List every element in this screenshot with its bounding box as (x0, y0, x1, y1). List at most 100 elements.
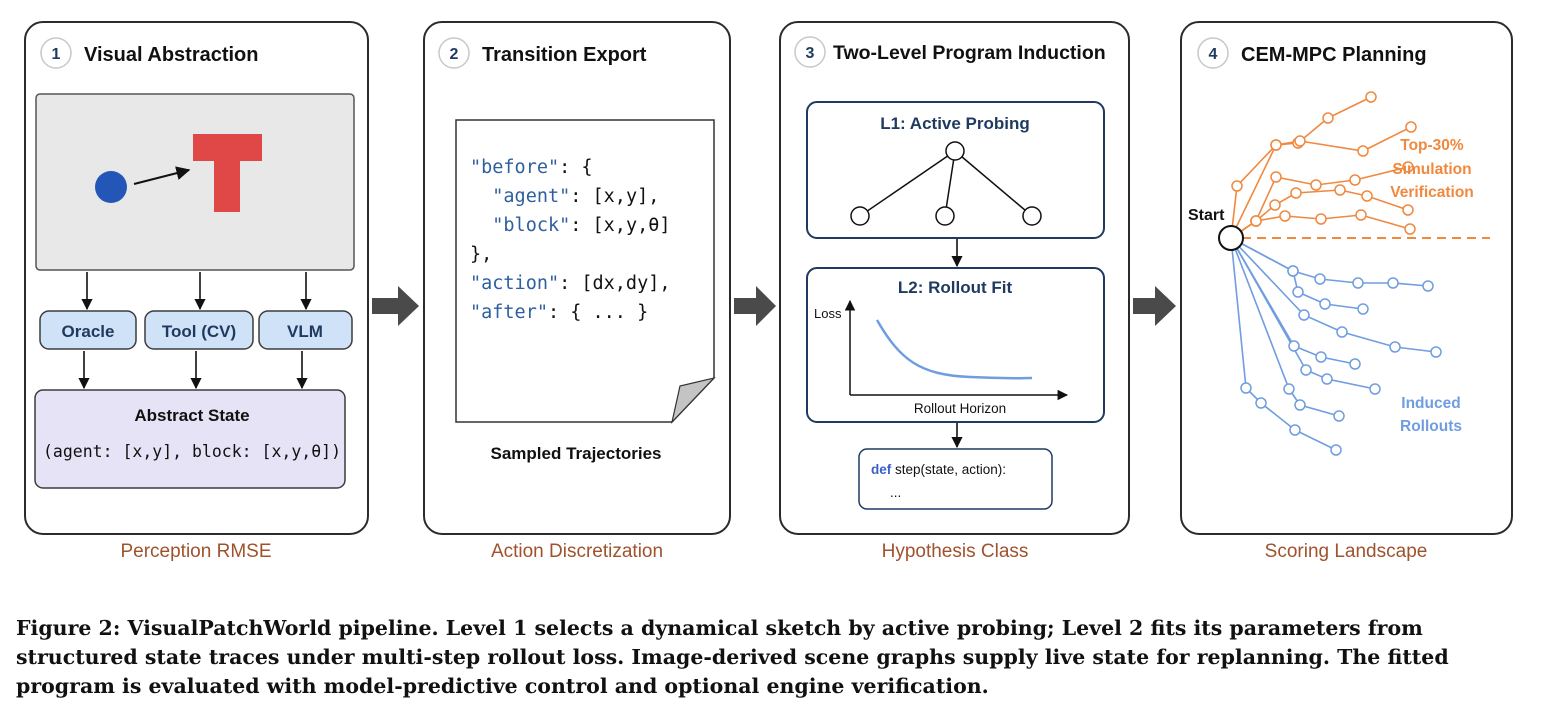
rollout-node (1349, 174, 1361, 186)
rollout-node (1314, 273, 1326, 285)
rollout-tree (1230, 91, 1442, 456)
step-number-badge: 3 (794, 36, 826, 68)
trajectory-document: "before": { "agent": [x,y], "block": [x,… (455, 119, 716, 424)
svg-text:Verification: Verification (1390, 184, 1474, 201)
rollout-node (1405, 121, 1417, 133)
rollout-node (1402, 204, 1414, 216)
rollout-node (1333, 410, 1345, 422)
rollout-node (1294, 399, 1306, 411)
top-verification-label: Top-30% Simulation Verification (1390, 137, 1474, 201)
rollout-node (1292, 286, 1304, 298)
rollout-node (1294, 135, 1306, 147)
rollout-node (1322, 112, 1334, 124)
rollout-node (1315, 213, 1327, 225)
svg-text:4: 4 (1209, 46, 1218, 63)
rollout-node (1290, 187, 1302, 199)
rollout-node (1319, 298, 1331, 310)
svg-text:1: 1 (52, 46, 61, 63)
panel-title: Visual Abstraction (84, 44, 259, 66)
rollout-node (1298, 309, 1310, 321)
rollout-node (1255, 397, 1267, 409)
rollout-node (1422, 280, 1434, 292)
top-rollout-path (1230, 96, 1372, 239)
rollout-node (1240, 382, 1252, 394)
rollout-node (1315, 351, 1327, 363)
svg-text:(agent: [x,y], block: [x,y,θ]): (agent: [x,y], block: [x,y,θ]) (43, 442, 341, 461)
rollout-node (1288, 340, 1300, 352)
rollout-node (1270, 171, 1282, 183)
source-oracle: Oracle (39, 310, 137, 350)
panel-title: Two-Level Program Induction (833, 42, 1106, 64)
panel-footer: Perception RMSE (120, 541, 271, 562)
induced-rollouts-label: Induced Rollouts (1400, 395, 1462, 435)
rollout-node (1402, 161, 1414, 173)
rollout-node (1336, 326, 1348, 338)
svg-text:3: 3 (806, 45, 815, 62)
induced-rollout-path (1230, 237, 1376, 390)
panel-title: Transition Export (482, 44, 647, 66)
panel-visual-abstraction: 1 Visual Abstraction Oracle Tool (CV) VL… (24, 21, 369, 535)
rollout-node (1387, 277, 1399, 289)
agent-dot (95, 171, 127, 203)
panel-program-induction: 3 Two-Level Program Induction L1: Active… (779, 21, 1130, 535)
source-vlm: VLM (258, 310, 353, 350)
x-axis-label: Rollout Horizon (914, 401, 1006, 416)
l2-rollout-fit-box: L2: Rollout Fit Loss Rollout Horizon (806, 267, 1105, 423)
rollout-node (1349, 358, 1361, 370)
svg-text:L2: Rollout Fit: L2: Rollout Fit (898, 278, 1013, 297)
rollout-node (1369, 383, 1381, 395)
panel-footer: Action Discretization (491, 541, 663, 562)
rollout-node (1321, 373, 1333, 385)
svg-text:Simulation: Simulation (1392, 161, 1471, 178)
start-label: Start (1188, 207, 1225, 224)
rollout-node (1283, 383, 1295, 395)
rollout-node (1404, 223, 1416, 235)
t-block-shape (193, 134, 262, 212)
rollout-node (1357, 303, 1369, 315)
rollout-node (1231, 180, 1243, 192)
rollout-node (1430, 346, 1442, 358)
flow-arrow (1133, 286, 1176, 326)
svg-text:L1: Active Probing: L1: Active Probing (880, 114, 1030, 133)
document-label: Sampled Trajectories (490, 444, 661, 463)
svg-text:Abstract State: Abstract State (134, 406, 249, 425)
loss-curve (875, 319, 1033, 380)
program-code-box: def step(state, action): ... (858, 448, 1053, 510)
json-snippet: "before": { "agent": [x,y], "block": [x,… (470, 157, 671, 323)
pipeline-diagram: 1 Visual Abstraction Oracle Tool (CV) VL… (24, 21, 1513, 562)
svg-text:2: 2 (450, 46, 459, 63)
rollout-node (1310, 179, 1322, 191)
induced-rollout-path (1230, 237, 1340, 417)
rollout-node (1334, 184, 1346, 196)
svg-text:Induced: Induced (1401, 395, 1460, 412)
rollout-node (1352, 277, 1364, 289)
svg-text:VLM: VLM (287, 322, 323, 341)
abstract-state-box: Abstract State (agent: [x,y], block: [x,… (34, 389, 346, 489)
rollout-node (1355, 209, 1367, 221)
panel-title: CEM-MPC Planning (1241, 44, 1427, 66)
svg-text:Top-30%: Top-30% (1400, 137, 1464, 154)
rollout-node (1389, 341, 1401, 353)
svg-text:...: ... (890, 485, 901, 500)
probe-tree (850, 141, 1042, 226)
svg-text:Rollouts: Rollouts (1400, 418, 1462, 435)
figure-caption: Figure 2: VisualPatchWorld pipeline. Lev… (16, 616, 1449, 698)
y-axis-label: Loss (814, 306, 842, 321)
rollout-node (1300, 364, 1312, 376)
svg-text:Oracle: Oracle (62, 322, 115, 341)
scene-screen (35, 93, 355, 271)
rollout-node (1361, 190, 1373, 202)
step-number-badge: 1 (40, 37, 72, 69)
source-tool-cv: Tool (CV) (144, 310, 254, 350)
start-node (1218, 225, 1244, 251)
step-number-badge: 4 (1197, 37, 1229, 69)
l1-active-probing-box: L1: Active Probing (806, 101, 1105, 239)
rollout-node (1269, 199, 1281, 211)
rollout-node (1250, 215, 1262, 227)
panel-cem-mpc: 4 CEM-MPC Planning Start Top-30% Simulat… (1180, 21, 1513, 535)
flow-arrow (372, 286, 419, 326)
step-number-badge: 2 (438, 37, 470, 69)
panel-footer: Hypothesis Class (882, 541, 1029, 562)
flow-arrow (734, 286, 776, 326)
panel-footer: Scoring Landscape (1265, 541, 1428, 562)
